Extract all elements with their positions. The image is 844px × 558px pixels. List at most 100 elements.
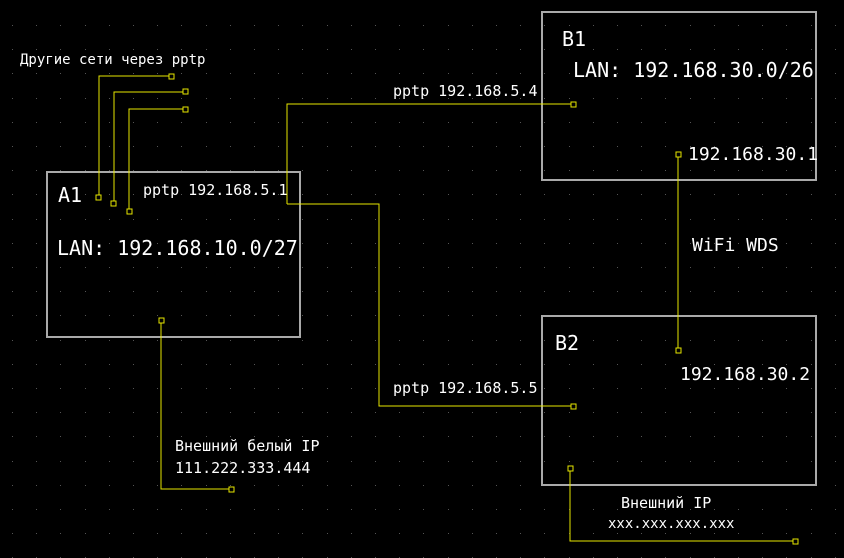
pptp-wire-a1-b2 — [287, 203, 573, 407]
grid-dot — [835, 364, 836, 365]
grid-dot — [569, 49, 570, 50]
grid-dot — [109, 194, 110, 195]
a1-wan-wire — [160, 320, 231, 490]
grid-dot — [496, 267, 497, 268]
grid-dot — [399, 122, 400, 123]
grid-dot — [472, 98, 473, 99]
grid-dot — [109, 533, 110, 534]
grid-dot — [206, 509, 207, 510]
grid-dot — [448, 170, 449, 171]
grid-dot — [423, 485, 424, 486]
grid-dot — [351, 122, 352, 123]
grid-dot — [617, 267, 618, 268]
grid-dot — [762, 533, 763, 534]
grid-dot — [569, 412, 570, 413]
grid-dot — [230, 461, 231, 462]
grid-dot — [399, 485, 400, 486]
grid-dot — [714, 122, 715, 123]
grid-dot — [835, 388, 836, 389]
grid-dot — [60, 533, 61, 534]
grid-dot — [12, 267, 13, 268]
grid-dot — [327, 485, 328, 486]
grid-dot — [399, 73, 400, 74]
grid-dot — [12, 436, 13, 437]
grid-dot — [762, 340, 763, 341]
grid-dot — [351, 49, 352, 50]
grid-dot — [254, 509, 255, 510]
a1-lan-label: LAN: 192.168.10.0/27 — [57, 236, 298, 260]
b2-wan-label: Внешний IP — [621, 494, 712, 512]
grid-dot — [60, 267, 61, 268]
grid-dot — [665, 219, 666, 220]
grid-dot — [448, 364, 449, 365]
grid-dot — [181, 388, 182, 389]
grid-dot — [181, 73, 182, 74]
grid-dot — [12, 291, 13, 292]
grid-dot — [665, 98, 666, 99]
grid-dot — [714, 509, 715, 510]
grid-dot — [351, 364, 352, 365]
grid-dot — [60, 364, 61, 365]
grid-dot — [230, 49, 231, 50]
grid-dot — [835, 436, 836, 437]
b2-wan-wire — [569, 468, 795, 542]
grid-dot — [569, 243, 570, 244]
grid-dot — [617, 364, 618, 365]
grid-dot — [85, 122, 86, 123]
grid-dot — [617, 219, 618, 220]
grid-dot — [738, 533, 739, 534]
grid-dot — [278, 509, 279, 510]
grid-dot — [641, 509, 642, 510]
grid-dot — [738, 412, 739, 413]
grid-dot — [714, 146, 715, 147]
grid-dot — [544, 364, 545, 365]
grid-dot — [85, 243, 86, 244]
grid-dot — [230, 340, 231, 341]
grid-dot — [811, 267, 812, 268]
grid-dot — [811, 194, 812, 195]
grid-dot — [302, 485, 303, 486]
grid-dot — [544, 340, 545, 341]
grid-dot — [375, 98, 376, 99]
grid-dot — [472, 315, 473, 316]
grid-dot — [617, 412, 618, 413]
grid-dot — [641, 194, 642, 195]
grid-dot — [327, 340, 328, 341]
grid-dot — [496, 194, 497, 195]
grid-dot — [157, 49, 158, 50]
grid-dot — [641, 461, 642, 462]
grid-dot — [786, 436, 787, 437]
grid-dot — [520, 194, 521, 195]
grid-dot — [472, 146, 473, 147]
grid-dot — [520, 315, 521, 316]
pptp-wire-a1-b1 — [286, 103, 573, 204]
grid-dot — [423, 98, 424, 99]
grid-dot — [36, 485, 37, 486]
grid-dot — [12, 194, 13, 195]
grid-dot — [569, 146, 570, 147]
pin — [158, 317, 165, 324]
grid-dot — [181, 461, 182, 462]
grid-dot — [85, 388, 86, 389]
grid-dot — [714, 194, 715, 195]
grid-dot — [448, 509, 449, 510]
grid-dot — [617, 122, 618, 123]
grid-dot — [12, 388, 13, 389]
grid-dot — [133, 436, 134, 437]
grid-dot — [423, 461, 424, 462]
grid-dot — [181, 412, 182, 413]
grid-dot — [520, 412, 521, 413]
grid-dot — [665, 533, 666, 534]
grid-dot — [133, 509, 134, 510]
other-net-wire-1 — [98, 75, 171, 198]
grid-dot — [472, 412, 473, 413]
grid-dot — [496, 509, 497, 510]
grid-dot — [206, 315, 207, 316]
grid-dot — [60, 73, 61, 74]
grid-dot — [12, 49, 13, 50]
grid-dot — [109, 267, 110, 268]
grid-dot — [593, 364, 594, 365]
grid-dot — [181, 509, 182, 510]
grid-dot — [665, 194, 666, 195]
grid-dot — [665, 436, 666, 437]
